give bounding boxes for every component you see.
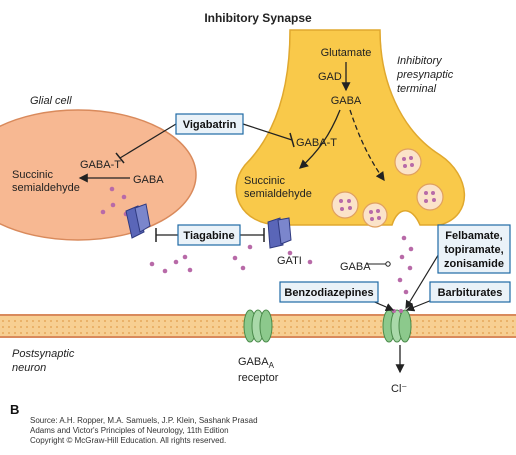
glial-gaba-transporter — [125, 203, 151, 239]
glutamate-label: Glutamate — [321, 47, 372, 59]
panel-letter: B — [10, 402, 20, 417]
barbiturates-arrow — [405, 299, 433, 312]
felbamate-label-2: topiramate, — [444, 244, 503, 256]
gaba-a-receptor-label-2: receptor — [238, 372, 279, 384]
benzodiazepines-label: Benzodiazepines — [284, 287, 373, 299]
vesicle — [416, 183, 444, 211]
tiagabine-box: Tiagabine — [177, 224, 241, 246]
barbiturates-label: Barbiturates — [438, 287, 503, 299]
vigabatrin-label: Vigabatrin — [183, 119, 237, 131]
vigabatrin-presynaptic-inhibition — [242, 123, 293, 141]
glial-cell-label: Glial cell — [30, 95, 72, 107]
postsynaptic-label-1: Postsynaptic — [12, 348, 75, 360]
gaba-presynaptic-label: GABA — [331, 95, 362, 107]
presynaptic-label-1: Inhibitory — [397, 55, 443, 67]
presynaptic-label-2: presynaptic — [396, 69, 454, 81]
gati-label: GATI — [277, 255, 302, 267]
tiagabine-label: Tiagabine — [183, 230, 234, 242]
postsynaptic-label-2: neuron — [12, 362, 46, 374]
gaba-cleft-label: GABA — [340, 261, 371, 273]
vesicle — [331, 191, 359, 219]
felbamate-label-1: Felbamate, — [445, 230, 502, 242]
diagram-title: Inhibitory Synapse — [204, 11, 312, 25]
vesicle — [362, 202, 388, 228]
presynaptic-terminal-body — [235, 29, 466, 226]
barbiturates-box: Barbiturates — [429, 281, 511, 303]
succinic-glial-label-2: semialdehyde — [12, 182, 80, 194]
presynaptic-gaba-transporter-gati — [267, 217, 292, 249]
source-line-1: Source: A.H. Ropper, M.A. Samuels, J.P. … — [30, 416, 258, 425]
source-line-2: Adams and Victor's Principles of Neurolo… — [30, 426, 229, 435]
vigabatrin-box: Vigabatrin — [175, 113, 244, 135]
gad-label: GAD — [318, 71, 342, 83]
gaba-molecules-pre — [287, 250, 313, 265]
gaba-a-receptor-label-main: GABAA — [238, 356, 275, 370]
felbamate-label-3: zonisamide — [444, 258, 504, 270]
vigabatrin-glial-inhibition — [119, 123, 177, 159]
gaba-molecules-cleft — [149, 235, 414, 295]
gaba-glial-label: GABA — [133, 174, 164, 186]
gaba-t-glial-label: GABA-T — [80, 159, 121, 171]
felbamate-arrow — [405, 251, 441, 310]
vesicle — [394, 148, 422, 176]
gaba-a-receptor-left — [243, 309, 273, 343]
gaba-a-receptor-right — [382, 309, 412, 343]
succinic-presynaptic-label-1: Succinic — [244, 175, 285, 187]
gaba-to-succinic-arrow — [299, 109, 341, 169]
presynaptic-label-3: terminal — [397, 83, 437, 95]
benzodiazepines-box: Benzodiazepines — [279, 281, 379, 303]
succinic-presynaptic-label-2: semialdehyde — [244, 188, 312, 200]
succinic-glial-label-1: Succinic — [12, 169, 53, 181]
source-line-3: Copyright © McGraw-Hill Education. All r… — [30, 436, 227, 445]
gaba-to-vesicle-arrow — [349, 109, 385, 182]
source-citation: Source: A.H. Ropper, M.A. Samuels, J.P. … — [30, 416, 258, 446]
gaba-t-presynaptic-label: GABA-T — [296, 137, 337, 149]
chloride-label: Cl⁻ — [391, 383, 407, 395]
felbamate-box: Felbamate, topiramate, zonisamide — [437, 224, 511, 274]
